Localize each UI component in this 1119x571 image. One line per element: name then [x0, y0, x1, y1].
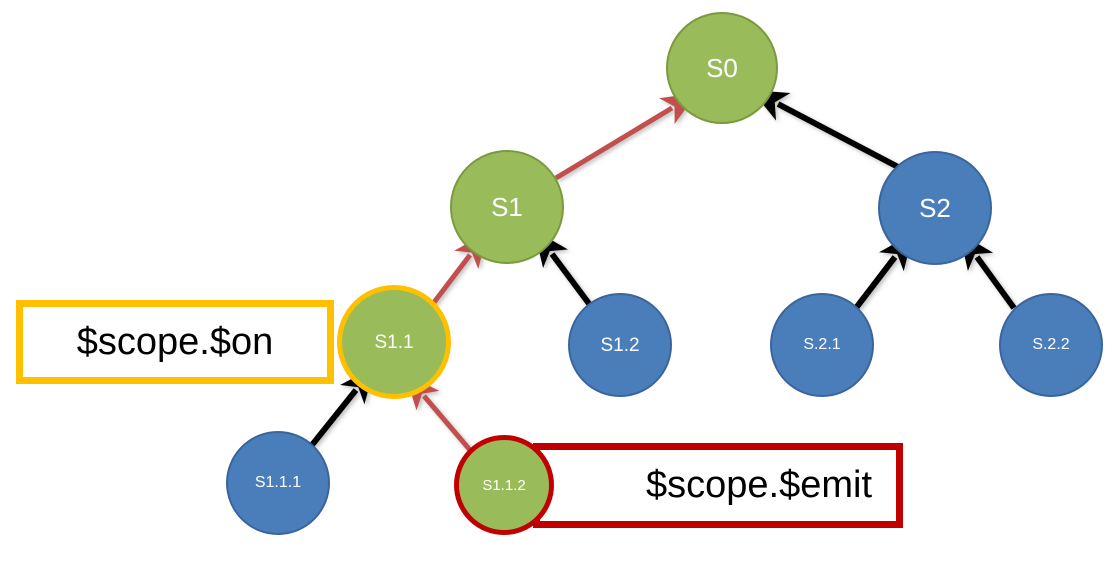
node-s-2-1-label: S.2.1 — [803, 336, 841, 353]
callout-scope-on: $scope.$on — [16, 300, 334, 384]
edge-s2-to-s0 — [751, 90, 902, 171]
node-s1-1[interactable]: S1.1 — [337, 285, 451, 399]
callout-scope-on-label: $scope.$on — [76, 320, 274, 363]
node-s0-label: S0 — [706, 53, 738, 83]
node-s1-1-1-label: S1.1.1 — [254, 474, 302, 491]
node-s1-1-1[interactable]: S1.1.1 — [226, 431, 330, 535]
node-s2-label: S2 — [919, 193, 951, 223]
edge-s11-to-s1 — [430, 231, 488, 307]
node-s-2-2-label: S.2.2 — [1032, 336, 1070, 353]
edge-s12-to-s1 — [534, 229, 593, 307]
node-s-2-2[interactable]: S.2.2 — [999, 293, 1103, 397]
node-s1-2-label: S1.2 — [600, 334, 640, 356]
edge-s112-to-s11 — [405, 373, 472, 452]
node-s1-label: S1 — [491, 192, 523, 222]
node-s0[interactable]: S0 — [666, 12, 778, 124]
edge-s22-to-s2 — [959, 232, 1017, 310]
node-s1-1-2[interactable]: S1.1.2 — [454, 435, 554, 535]
callout-scope-emit: $scope.$emit — [533, 443, 903, 528]
edge-s111-to-s11 — [309, 366, 375, 447]
node-s1[interactable]: S1 — [450, 150, 564, 264]
node-s1-1-label: S1.1 — [374, 331, 414, 353]
node-s1-2[interactable]: S1.2 — [568, 293, 672, 397]
callout-scope-emit-label: $scope.$emit — [645, 464, 872, 506]
node-s-2-1[interactable]: S.2.1 — [770, 293, 874, 397]
edge-s21-to-s2 — [853, 233, 914, 310]
node-s1-1-2-label: S1.1.2 — [482, 476, 526, 494]
node-s2[interactable]: S2 — [878, 151, 992, 265]
edge-s1-to-s0 — [554, 93, 697, 181]
